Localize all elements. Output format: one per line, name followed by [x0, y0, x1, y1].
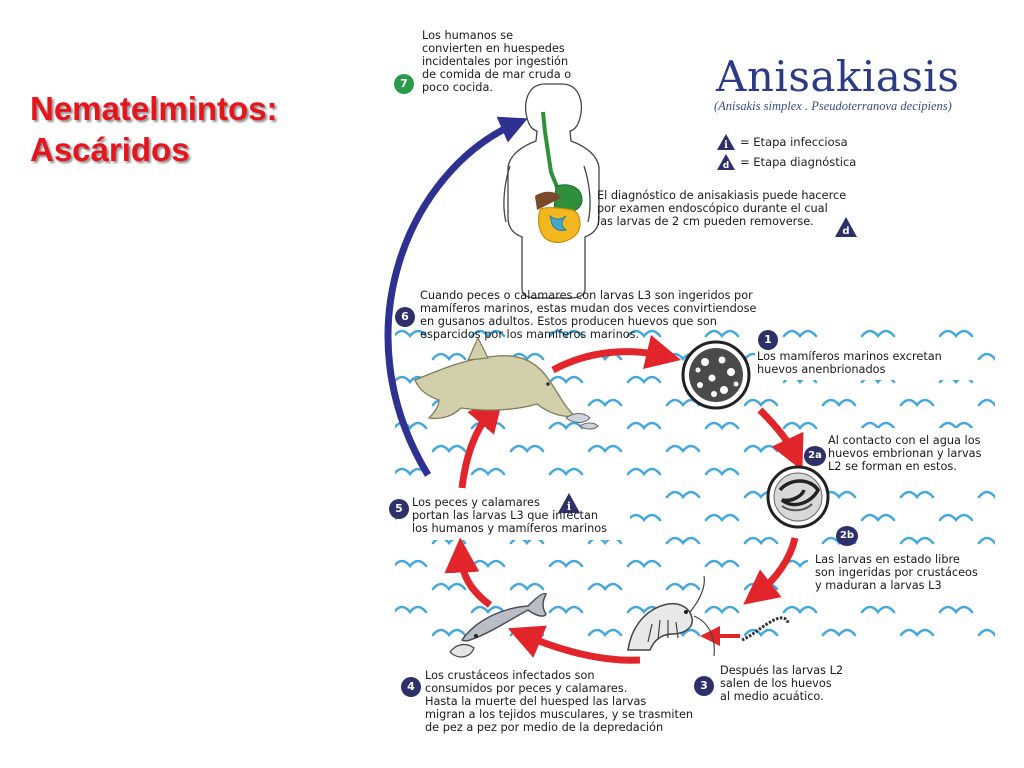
svg-text:i: i [724, 140, 728, 151]
stage-5-text: Los peces y calamares portan las larvas … [412, 496, 608, 535]
stage-7-text: Los humanos se convierten en huespedes i… [422, 29, 572, 94]
diagnosis-note: El diagnóstico de anisakiasis puede hace… [597, 189, 847, 228]
stage-6-text: Cuando peces o calamares con larvas L3 s… [420, 289, 757, 341]
legend-diagnostic: d = Etapa diagnóstica [716, 153, 856, 171]
infective-stage-marker-icon: i [558, 493, 580, 513]
diagram-title: Anisakiasis [716, 52, 960, 101]
stage-1-badge: 1 [758, 330, 778, 350]
legend-infective: i = Etapa infecciosa [716, 133, 848, 151]
arrow-to-human [384, 116, 528, 477]
arrow-crustacean-to-fish [507, 625, 641, 664]
stage-2b-badge: 2b [836, 526, 858, 546]
human-figure [503, 83, 600, 299]
egg-embryonated [766, 465, 830, 529]
arrow-dolphin-to-eggs [551, 334, 682, 374]
infective-stage-icon: i [717, 134, 735, 151]
stage-3-text: Después las larvas L2 salen de los huevo… [720, 664, 844, 703]
slide-title-line-2: Ascáridos [30, 131, 190, 168]
free-larva [741, 616, 790, 642]
stage-2b-text: Las larvas en estado libre son ingeridas… [815, 553, 978, 592]
crustacean [627, 575, 715, 657]
slide-title: Nematelmintos: Ascáridos [30, 88, 278, 170]
egg-unembryonated [681, 340, 751, 410]
stage-6-badge: 6 [395, 307, 415, 327]
stage-3-badge: 3 [694, 676, 714, 696]
arrow-stage5-to-dolphin [458, 396, 504, 489]
stage-5-badge: 5 [389, 499, 409, 519]
legend-infective-label: = Etapa infecciosa [740, 135, 848, 149]
arrow-eggs-to-embryonated [757, 407, 804, 471]
slide-title-line-1: Nematelmintos: [30, 90, 278, 127]
stage-2a-badge: 2a [804, 446, 826, 466]
arrow-fish-to-stage5 [444, 537, 493, 608]
stage-7-badge: 7 [394, 74, 414, 94]
stage-2a-text: Al contacto con el agua los huevos embri… [828, 434, 982, 473]
diagram-subtitle: (Anisakis simplex . Pseudoterranova deci… [714, 99, 952, 113]
stage-4-badge: 4 [401, 677, 421, 697]
fish [449, 592, 547, 658]
legend-diagnostic-label: = Etapa diagnóstica [740, 155, 857, 169]
stage-4-text: Los crustáceos infectados son consumidos… [425, 669, 694, 734]
svg-text:d: d [842, 226, 849, 237]
stage-1-text: Los mamíferos marinos excretan huevos an… [757, 350, 942, 376]
svg-text:i: i [567, 500, 571, 513]
diagnostic-stage-marker-icon: d [835, 217, 857, 237]
svg-text:d: d [723, 161, 729, 171]
arrow-embryonated-to-larva [743, 537, 799, 605]
dolphin [414, 336, 599, 430]
diagnostic-stage-icon: d [717, 154, 735, 171]
